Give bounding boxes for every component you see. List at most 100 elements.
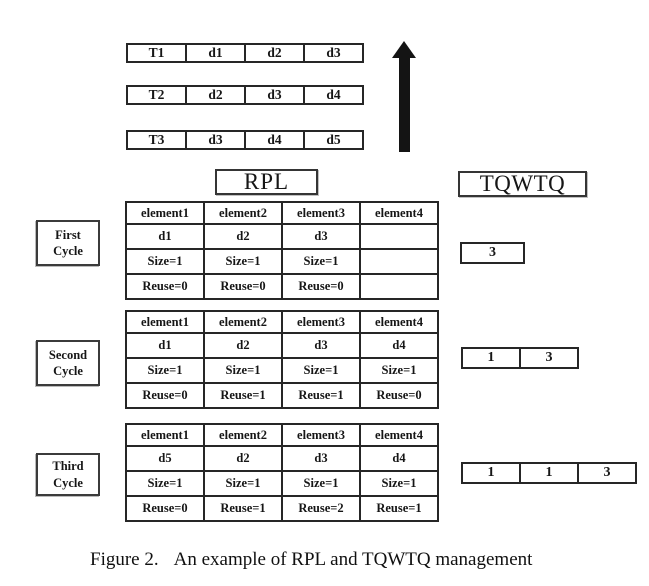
- rpl-header-cell: element3: [281, 201, 361, 225]
- up-arrow-shaft: [399, 55, 410, 152]
- rpl-cell: Size=1: [125, 248, 205, 275]
- rpl-header-cell: element1: [125, 310, 205, 334]
- rpl-header-cell: element3: [281, 423, 361, 447]
- tqwtq-heading: TQWTQ: [458, 171, 587, 197]
- task-label-cell: T1: [126, 43, 187, 63]
- data-cell: d3: [303, 43, 364, 63]
- cycle-label-third: Third Cycle: [36, 453, 100, 496]
- data-cell: d5: [303, 130, 364, 150]
- cycle-label-line2: Cycle: [53, 244, 83, 258]
- table-row: Reuse=0 Reuse=1 Reuse=1 Reuse=0: [125, 382, 439, 409]
- data-cell: d4: [303, 85, 364, 105]
- rpl-cell: d3: [281, 332, 361, 359]
- table-row: d5 d2 d3 d4: [125, 445, 439, 472]
- task-label-cell: T3: [126, 130, 187, 150]
- rpl-header-cell: element4: [359, 201, 439, 225]
- rpl-cell: Reuse=1: [203, 382, 283, 409]
- table-row: d1 d2 d3 d4: [125, 332, 439, 359]
- cycle-label-second: Second Cycle: [36, 340, 100, 386]
- tqwtq-cell: 3: [577, 462, 637, 484]
- rpl-cell: Size=1: [281, 357, 361, 384]
- rpl-header-cell: element2: [203, 201, 283, 225]
- tqwtq-cell: 1: [461, 347, 521, 369]
- tqwtq-queue-cycle3: 1 1 3: [461, 462, 637, 484]
- rpl-header-cell: element2: [203, 310, 283, 334]
- rpl-cell: Size=1: [125, 470, 205, 497]
- rpl-cell: Size=1: [203, 248, 283, 275]
- up-arrow-head: [392, 41, 416, 58]
- rpl-cell: Size=1: [281, 248, 361, 275]
- rpl-cell: Size=1: [359, 357, 439, 384]
- rpl-cell: Reuse=0: [125, 273, 205, 300]
- rpl-cell: Reuse=1: [203, 495, 283, 522]
- data-cell: d3: [185, 130, 246, 150]
- task-queue-row-t3: T3 d3 d4 d5: [126, 130, 364, 150]
- table-row: Size=1 Size=1 Size=1: [125, 248, 439, 275]
- task-queue-row-t1: T1 d1 d2 d3: [126, 43, 364, 63]
- rpl-header-cell: element3: [281, 310, 361, 334]
- table-row: element1 element2 element3 element4: [125, 201, 439, 225]
- tqwtq-cell: 3: [519, 347, 579, 369]
- cycle-label-line1: First: [55, 227, 81, 242]
- rpl-cell: Size=1: [203, 357, 283, 384]
- rpl-cell: Reuse=2: [281, 495, 361, 522]
- rpl-cell: d3: [281, 445, 361, 472]
- rpl-heading: RPL: [215, 169, 318, 195]
- task-label-cell: T2: [126, 85, 187, 105]
- rpl-table-cycle1: element1 element2 element3 element4 d1 d…: [125, 201, 439, 300]
- rpl-cell: d2: [203, 445, 283, 472]
- tqwtq-queue-cycle1: 3: [460, 242, 525, 264]
- figure-caption-text: An example of RPL and TQWTQ management: [173, 549, 533, 570]
- rpl-cell: [359, 223, 439, 250]
- figure-caption-label: Figure 2.: [90, 549, 159, 570]
- tqwtq-cell: 1: [519, 462, 579, 484]
- rpl-cell: Size=1: [125, 357, 205, 384]
- rpl-cell: [359, 248, 439, 275]
- rpl-cell: d3: [281, 223, 361, 250]
- rpl-cell: d1: [125, 223, 205, 250]
- rpl-cell: d4: [359, 445, 439, 472]
- rpl-cell: Reuse=0: [281, 273, 361, 300]
- rpl-cell: Reuse=0: [359, 382, 439, 409]
- data-cell: d4: [244, 130, 305, 150]
- cycle-label-first: First Cycle: [36, 220, 100, 266]
- rpl-cell: d5: [125, 445, 205, 472]
- rpl-header-cell: element4: [359, 423, 439, 447]
- cycle-label-line2: Cycle: [53, 475, 83, 490]
- rpl-cell: d2: [203, 332, 283, 359]
- rpl-header-cell: element1: [125, 423, 205, 447]
- rpl-cell: Reuse=1: [281, 382, 361, 409]
- rpl-cell: Size=1: [359, 470, 439, 497]
- cycle-label-line1: Third: [52, 459, 84, 474]
- data-cell: d2: [244, 43, 305, 63]
- rpl-header-cell: element4: [359, 310, 439, 334]
- tqwtq-queue-cycle2: 1 3: [461, 347, 579, 369]
- tqwtq-cell: 3: [460, 242, 525, 264]
- cycle-label-line1: Second: [48, 347, 88, 362]
- rpl-cell: d2: [203, 223, 283, 250]
- table-row: element1 element2 element3 element4: [125, 423, 439, 447]
- table-row: Reuse=0 Reuse=0 Reuse=0: [125, 273, 439, 300]
- rpl-header-cell: element2: [203, 423, 283, 447]
- rpl-cell: Size=1: [281, 470, 361, 497]
- table-row: Reuse=0 Reuse=1 Reuse=2 Reuse=1: [125, 495, 439, 522]
- data-cell: d2: [185, 85, 246, 105]
- rpl-cell: d1: [125, 332, 205, 359]
- task-queue-row-t2: T2 d2 d3 d4: [126, 85, 364, 105]
- table-row: element1 element2 element3 element4: [125, 310, 439, 334]
- table-row: d1 d2 d3: [125, 223, 439, 250]
- rpl-cell: Reuse=0: [203, 273, 283, 300]
- rpl-cell: Reuse=0: [125, 495, 205, 522]
- rpl-cell: [359, 273, 439, 300]
- data-cell: d1: [185, 43, 246, 63]
- rpl-cell: d4: [359, 332, 439, 359]
- figure-caption: Figure 2. An example of RPL and TQWTQ man…: [90, 549, 532, 571]
- table-row: Size=1 Size=1 Size=1 Size=1: [125, 470, 439, 497]
- rpl-table-cycle3: element1 element2 element3 element4 d5 d…: [125, 423, 439, 522]
- rpl-table-cycle2: element1 element2 element3 element4 d1 d…: [125, 310, 439, 409]
- rpl-cell: Reuse=1: [359, 495, 439, 522]
- table-row: Size=1 Size=1 Size=1 Size=1: [125, 357, 439, 384]
- rpl-header-cell: element1: [125, 201, 205, 225]
- cycle-label-line2: Cycle: [53, 364, 83, 378]
